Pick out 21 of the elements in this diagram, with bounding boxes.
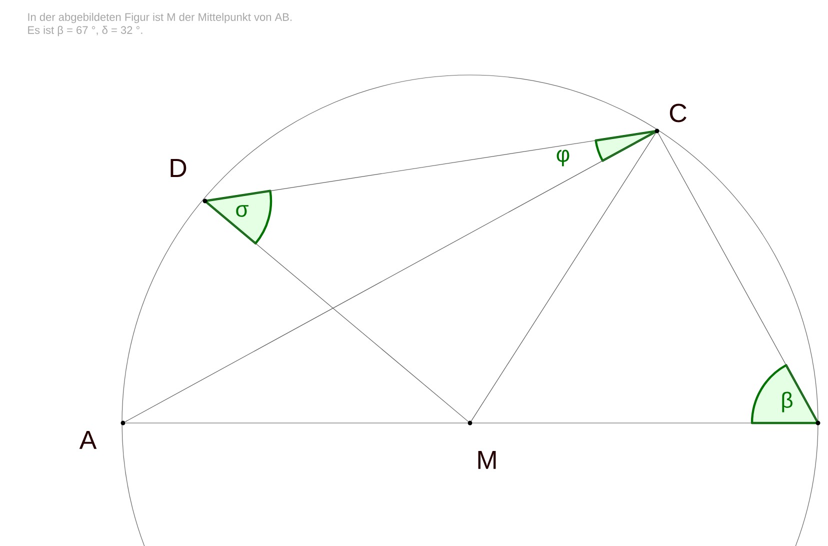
line-segment xyxy=(207,131,655,201)
angle-label: φ xyxy=(556,150,570,166)
line-segment xyxy=(472,422,816,424)
angle-label: σ xyxy=(236,205,248,217)
point xyxy=(120,420,126,426)
angle-label: β xyxy=(782,392,792,412)
line-segment xyxy=(206,202,468,422)
point xyxy=(654,128,660,134)
caption-text: In der abgebildeten Figur ist M der Mittelpunkt von AB. xyxy=(28,12,292,24)
point-label: A xyxy=(79,431,97,449)
caption-text: Es ist β = 67 °, δ = 32 °. xyxy=(28,26,142,36)
line-segment xyxy=(124,132,656,422)
point xyxy=(816,420,820,426)
point-label: C xyxy=(670,104,686,122)
point-label: D xyxy=(170,159,186,177)
line-segment xyxy=(658,132,818,422)
line-segment xyxy=(125,422,468,424)
point-label: M xyxy=(478,451,496,469)
point xyxy=(468,420,472,426)
point xyxy=(202,198,208,204)
line-segment xyxy=(471,132,656,422)
